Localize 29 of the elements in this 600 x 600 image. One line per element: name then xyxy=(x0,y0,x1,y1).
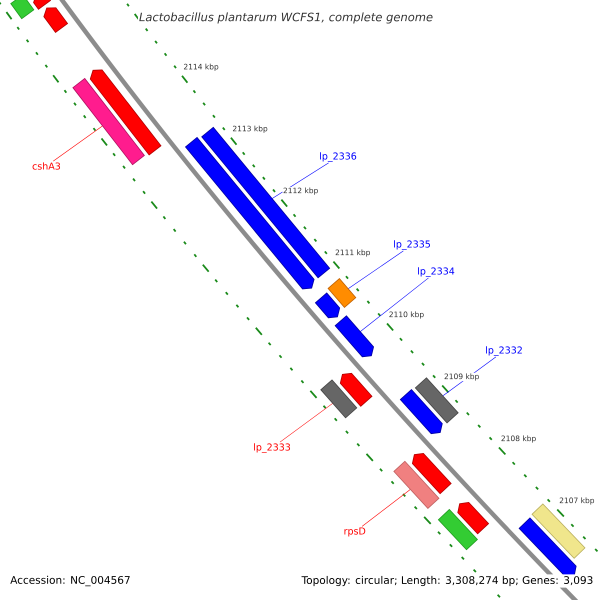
gene-label: lp_2336 xyxy=(320,152,356,162)
leader-line xyxy=(280,403,333,442)
gene-block xyxy=(33,0,52,10)
gene-label: lp_2332 xyxy=(486,346,522,356)
gene-label: lp_2333 xyxy=(254,443,290,453)
gene-label: lp_2334 xyxy=(418,267,454,277)
gene-label: rpsD xyxy=(344,528,366,536)
leader-line xyxy=(360,278,429,332)
leader-line xyxy=(52,126,103,162)
feature-bar xyxy=(10,0,34,20)
gene-block xyxy=(340,372,373,407)
footer-text: Topology: circular; Length: 3,308,274 bp; Genes: 3,093 xyxy=(300,574,595,588)
feature-bar xyxy=(328,278,356,308)
gene-block xyxy=(43,7,68,34)
leader-line xyxy=(362,489,410,527)
footer-text: Accession: NC_004567 xyxy=(10,576,130,586)
feature-bar xyxy=(320,379,358,418)
gene-label: cshA3 xyxy=(32,162,60,170)
gene-block xyxy=(334,315,374,358)
feature-bar xyxy=(72,78,145,166)
title: Lactobacillus plantarum WCFS1, complete genome xyxy=(138,11,434,25)
gene-block xyxy=(412,452,452,494)
gene-block xyxy=(90,69,162,156)
gene-label: lp_2335 xyxy=(394,240,430,250)
gene-block xyxy=(518,517,577,577)
gene-block xyxy=(400,388,443,434)
feature-bar xyxy=(438,508,478,550)
leader-line xyxy=(348,250,404,289)
gene-block xyxy=(314,292,340,318)
